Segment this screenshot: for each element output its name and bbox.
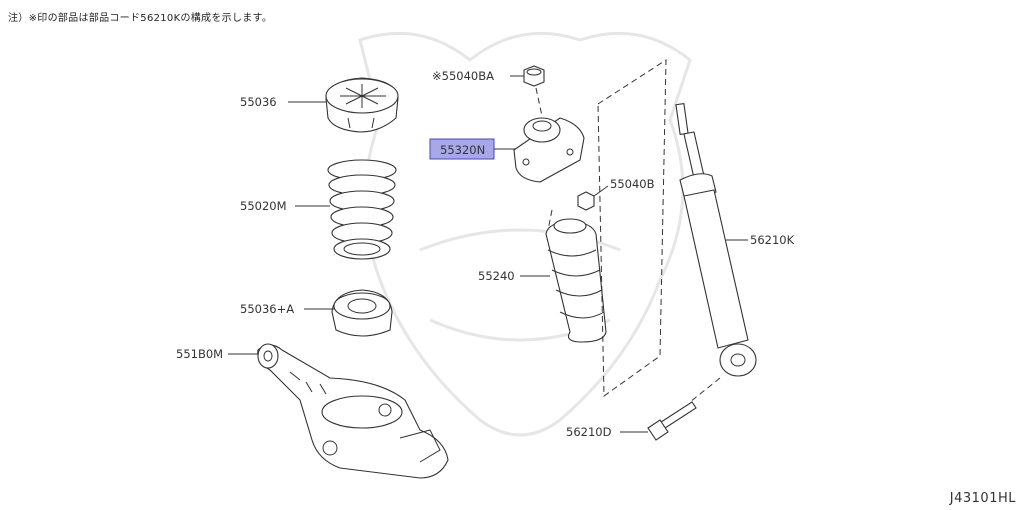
callout-55240[interactable]: 55240 <box>478 269 550 283</box>
drawing-id: J43101HL <box>949 491 1016 506</box>
callout-56210k[interactable]: 56210K <box>726 233 795 247</box>
callout-55036[interactable]: 55036 <box>240 95 326 109</box>
part-number-56210d: 56210D <box>566 425 612 439</box>
part-number-55036a: 55036+A <box>240 302 294 316</box>
shock-absorber[interactable] <box>675 102 757 377</box>
part-number-55040b: 55040B <box>610 177 655 191</box>
coil-spring[interactable] <box>327 159 397 260</box>
lower-spring-seat[interactable] <box>331 289 393 337</box>
callout-551b0m[interactable]: 551B0M <box>176 347 258 361</box>
callout-56210d[interactable]: 56210D <box>566 425 648 439</box>
diagram-note: 注）※印の部品は部品コード56210Kの構成を示します。 <box>8 13 273 24</box>
upper-spring-seat[interactable] <box>325 77 399 133</box>
callout-55036a[interactable]: 55036+A <box>240 302 334 316</box>
part-number-55036: 55036 <box>240 95 277 109</box>
leader-nut-to-mount <box>535 87 543 117</box>
callout-55020m[interactable]: 55020M <box>240 199 330 213</box>
nut-55040ba[interactable] <box>523 65 545 87</box>
part-number-55040ba: ※55040BA <box>432 69 494 83</box>
leader-bolt-to-shock <box>689 377 721 403</box>
part-number-55240: 55240 <box>478 269 515 283</box>
callout-55320n[interactable]: 55320N <box>429 138 516 160</box>
part-number-56210k: 56210K <box>750 233 795 247</box>
assembly-outline <box>597 59 667 397</box>
lower-link-arm[interactable] <box>257 343 449 479</box>
mounting-bolt[interactable] <box>647 401 697 441</box>
part-number-55320n: 55320N <box>440 143 485 157</box>
watermark-emblem <box>358 31 692 437</box>
callout-55040ba[interactable]: ※55040BA <box>432 69 524 83</box>
part-number-55020m: 55020M <box>240 199 287 213</box>
callout-55040b[interactable]: 55040B <box>593 177 655 197</box>
leader-stopper <box>547 209 553 231</box>
upper-mount[interactable] <box>513 117 585 183</box>
bump-stopper[interactable] <box>545 218 607 343</box>
part-number-551b0m: 551B0M <box>176 347 223 361</box>
nut-55040b[interactable] <box>577 191 595 211</box>
